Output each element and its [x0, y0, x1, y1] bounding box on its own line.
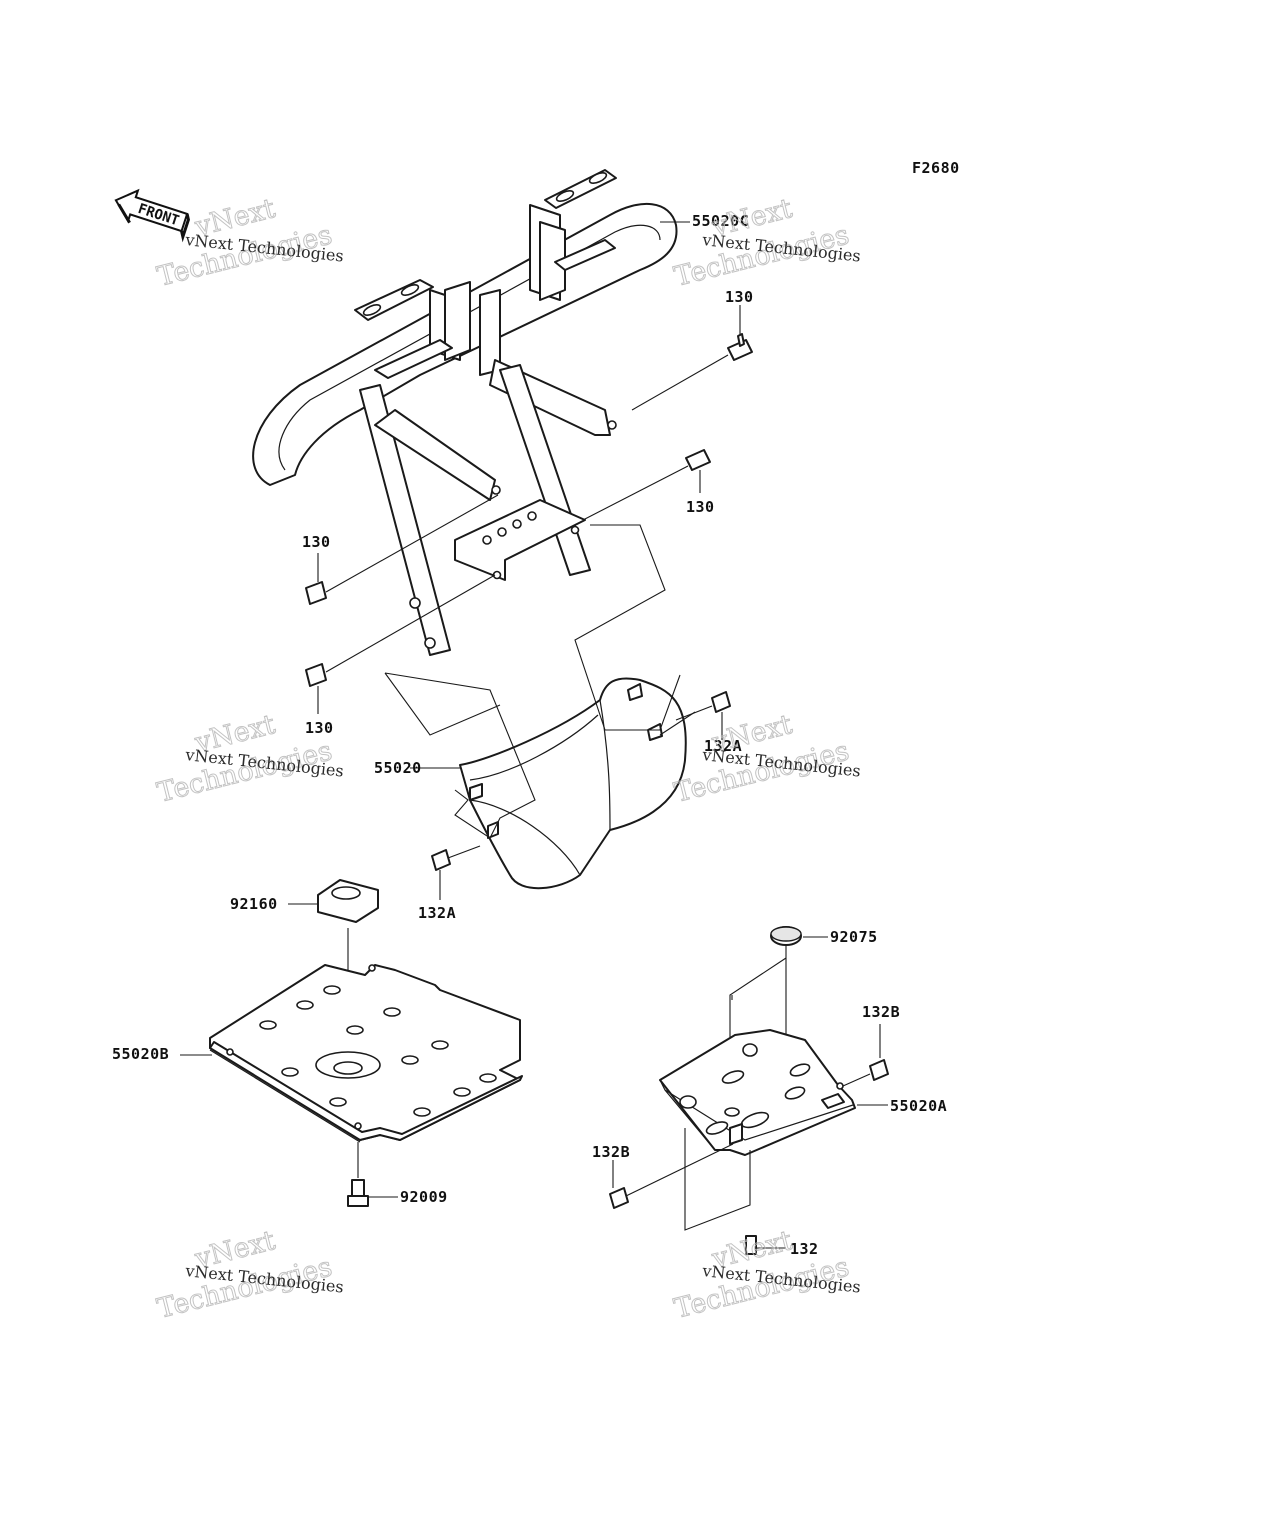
bolt-92009-icon	[347, 1179, 369, 1207]
bolt-132a-right-icon	[711, 691, 731, 713]
watermark-top-right: vNext Technologies vNext Technologies	[671, 193, 862, 294]
callout-55020: 55020	[374, 759, 422, 777]
callout-132a-left: 132A	[418, 904, 456, 922]
callout-130-left-upper: 130	[302, 533, 331, 551]
front-guard-part	[459, 677, 687, 890]
watermark-bottom-left: vNext Technologies vNext Technologies	[154, 1225, 345, 1326]
watermark-top-left: vNext Technologies vNext Technologies	[154, 193, 345, 294]
callout-55020a: 55020A	[890, 1097, 947, 1115]
callout-132a-right: 132A	[704, 737, 742, 755]
bolt-132-icon	[745, 1235, 757, 1255]
bolt-130-left-upper-icon	[305, 581, 327, 605]
callout-55020b: 55020B	[112, 1045, 169, 1063]
watermark-bottom-right: vNext Technologies vNext Technologies	[671, 1225, 862, 1326]
callout-130-left-lower: 130	[305, 719, 334, 737]
callout-55020c: 55020C	[692, 212, 749, 230]
callout-130-mid-right: 130	[686, 498, 715, 516]
callout-132b-right: 132B	[862, 1003, 900, 1021]
bolt-132b-right-icon	[869, 1059, 889, 1081]
cap-part	[770, 926, 802, 946]
bolt-132a-left-icon	[431, 849, 451, 871]
bolt-132b-left-icon	[609, 1187, 629, 1209]
callout-132: 132	[790, 1240, 819, 1258]
bolt-130-left-lower-icon	[305, 663, 327, 687]
damper-part	[317, 879, 379, 923]
callout-130-top-right: 130	[725, 288, 754, 306]
bottom-guard-part	[659, 1029, 856, 1156]
figure-code: F2680	[912, 159, 960, 177]
callout-92075: 92075	[830, 928, 878, 946]
bolt-130-top-right-icon	[727, 333, 753, 361]
guard-frame-part	[252, 169, 678, 656]
watermark-mid-right: vNext Technologies vNext Technologies	[671, 709, 862, 810]
callout-92160: 92160	[230, 895, 278, 913]
skid-plate-part	[209, 964, 523, 1143]
callout-132b-left: 132B	[592, 1143, 630, 1161]
callout-92009: 92009	[400, 1188, 448, 1206]
bolt-130-mid-right-icon	[685, 449, 711, 471]
front-arrow-icon: FRONT	[114, 188, 190, 243]
